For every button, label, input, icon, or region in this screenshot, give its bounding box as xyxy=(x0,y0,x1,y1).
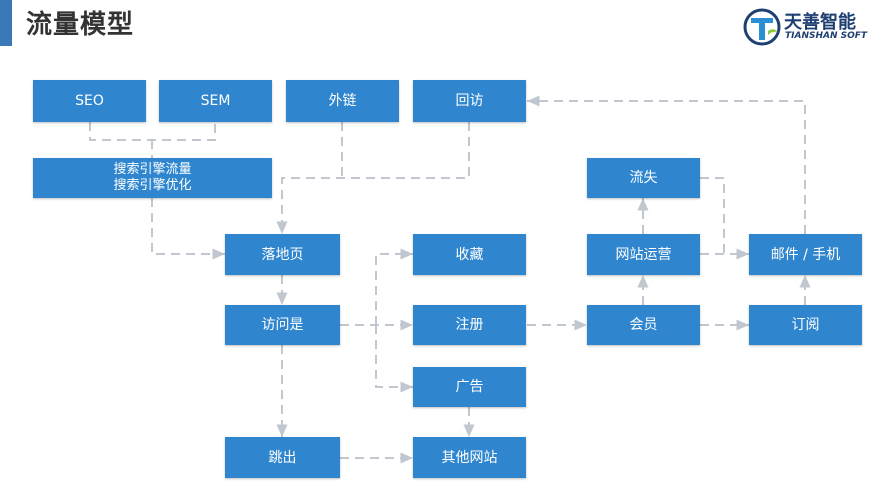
node-other-sites-label: 其他网站 xyxy=(441,449,498,466)
node-sem-label: SEM xyxy=(200,93,231,109)
node-email-phone: 邮件 / 手机 xyxy=(749,234,862,275)
node-register-label: 注册 xyxy=(455,317,484,333)
node-churn: 流失 xyxy=(587,158,700,198)
node-email-phone-label: 邮件 / 手机 xyxy=(770,246,841,263)
node-bounce: 跳出 xyxy=(225,437,340,478)
node-landing-page: 落地页 xyxy=(225,234,340,275)
node-subscribe-label: 订阅 xyxy=(791,317,820,333)
node-external-links-label: 外链 xyxy=(328,93,357,109)
title-accent-bar xyxy=(0,0,12,46)
node-search-engine: 搜索引擎流量 搜索引擎优化 xyxy=(33,158,272,198)
logo-name-en: TIANSHAN SOFT xyxy=(785,31,868,41)
node-revisit-label: 回访 xyxy=(455,93,484,109)
node-revisit: 回访 xyxy=(413,80,526,122)
node-churn-label: 流失 xyxy=(629,170,658,186)
connector-to-ads xyxy=(375,325,413,393)
node-ads: 广告 xyxy=(413,367,526,407)
connector-email-revisit xyxy=(527,95,806,234)
node-other-sites: 其他网站 xyxy=(413,437,526,478)
connector-revisit-landing xyxy=(276,122,470,234)
node-favorites-label: 收藏 xyxy=(455,246,484,263)
node-subscribe: 订阅 xyxy=(749,305,862,345)
node-seo: SEO xyxy=(33,80,146,122)
node-search-line1: 搜索引擎流量 xyxy=(113,162,192,177)
brand-logo: 天善智能 TIANSHAN SOFT xyxy=(742,6,871,48)
node-landing-page-label: 落地页 xyxy=(261,246,304,263)
node-member: 会员 xyxy=(587,305,700,345)
node-sem: SEM xyxy=(159,80,272,122)
node-search-line2: 搜索引擎优化 xyxy=(113,178,192,193)
node-bounce-label: 跳出 xyxy=(268,449,297,466)
node-site-operations: 网站运营 xyxy=(587,234,700,275)
connector-search-landing xyxy=(151,198,225,260)
node-external-links: 外链 xyxy=(286,80,399,122)
page-title: 流量模型 xyxy=(26,10,135,40)
node-member-label: 会员 xyxy=(629,317,658,333)
node-visitor: 访问是 xyxy=(225,305,340,345)
node-seo-label: SEO xyxy=(75,93,104,109)
connector-churn-email xyxy=(700,177,725,254)
logo-name-cn: 天善智能 xyxy=(784,12,856,33)
node-ads-label: 广告 xyxy=(455,379,484,395)
node-site-operations-label: 网站运营 xyxy=(615,246,672,263)
tianshan-logo-icon xyxy=(743,8,781,46)
connector-to-favorites xyxy=(375,248,413,325)
connector-seo-sem xyxy=(89,122,216,141)
node-register: 注册 xyxy=(413,305,526,345)
node-favorites: 收藏 xyxy=(413,234,526,275)
node-visitor-label: 访问是 xyxy=(261,317,304,333)
